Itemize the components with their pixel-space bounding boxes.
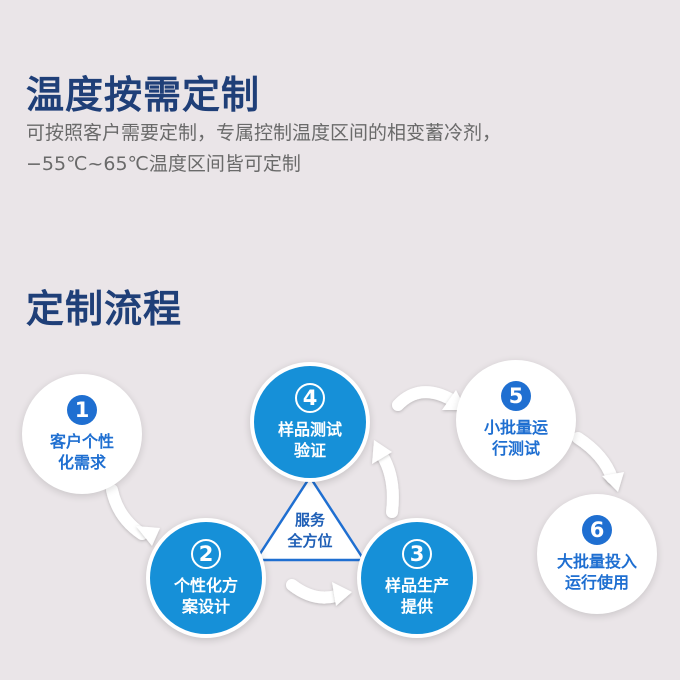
section-title-process: 定制流程 [26,287,183,331]
arrow-3-to-4 [376,449,399,518]
arrowhead-3-to-4 [372,440,392,464]
step-number-6: 6 [582,515,612,545]
section-title-temperature: 温度按需定制 [26,73,261,117]
arrow-5-to-6 [572,432,618,484]
arrowhead-5-to-6 [602,472,624,492]
center-triangle [254,475,366,562]
step-1-customer-needs: 1 客户个性化需求 [22,374,142,494]
step-label-5: 小批量运行测试 [483,418,548,458]
step-2-solution-design: 2 个性化方案设计 [146,518,266,638]
step-label-4: 样品测试验证 [277,420,342,460]
step-3-sample-production: 3 样品生产提供 [357,518,477,638]
arrow-2-to-3 [286,579,342,604]
step-4-sample-testing: 4 样品测试验证 [250,362,370,482]
step-label-6: 大批量投入运行使用 [556,552,637,592]
description-line-2: −55℃~65℃温度区间皆可定制 [26,153,301,175]
step-5-small-batch-test: 5 小批量运行测试 [456,360,576,480]
step-6-mass-production: 6 大批量投入运行使用 [537,494,657,614]
step-number-1: 1 [67,395,97,425]
step-number-5: 5 [501,381,531,411]
step-label-2: 个性化方案设计 [173,576,238,616]
description-line-1: 可按照客户需要定制，专属控制温度区间的相变蓄冷剂， [26,122,502,144]
step-label-1: 客户个性化需求 [49,432,114,472]
arrow-1-to-2 [106,484,148,540]
step-number-3: 3 [402,539,432,569]
center-label-line-1: 服务 [294,511,325,529]
arrowhead-2-to-3 [332,582,352,606]
center-label-line-2: 全方位 [287,532,333,550]
center-label: 服务 全方位 [275,510,345,552]
step-number-4: 4 [295,383,325,413]
step-number-2: 2 [191,539,221,569]
arrowhead-1-to-2 [136,526,160,546]
step-label-3: 样品生产提供 [384,576,449,616]
arrow-4-to-5 [392,386,458,411]
section-description: 可按照客户需要定制，专属控制温度区间的相变蓄冷剂， −55℃~65℃温度区间皆可… [26,118,666,180]
